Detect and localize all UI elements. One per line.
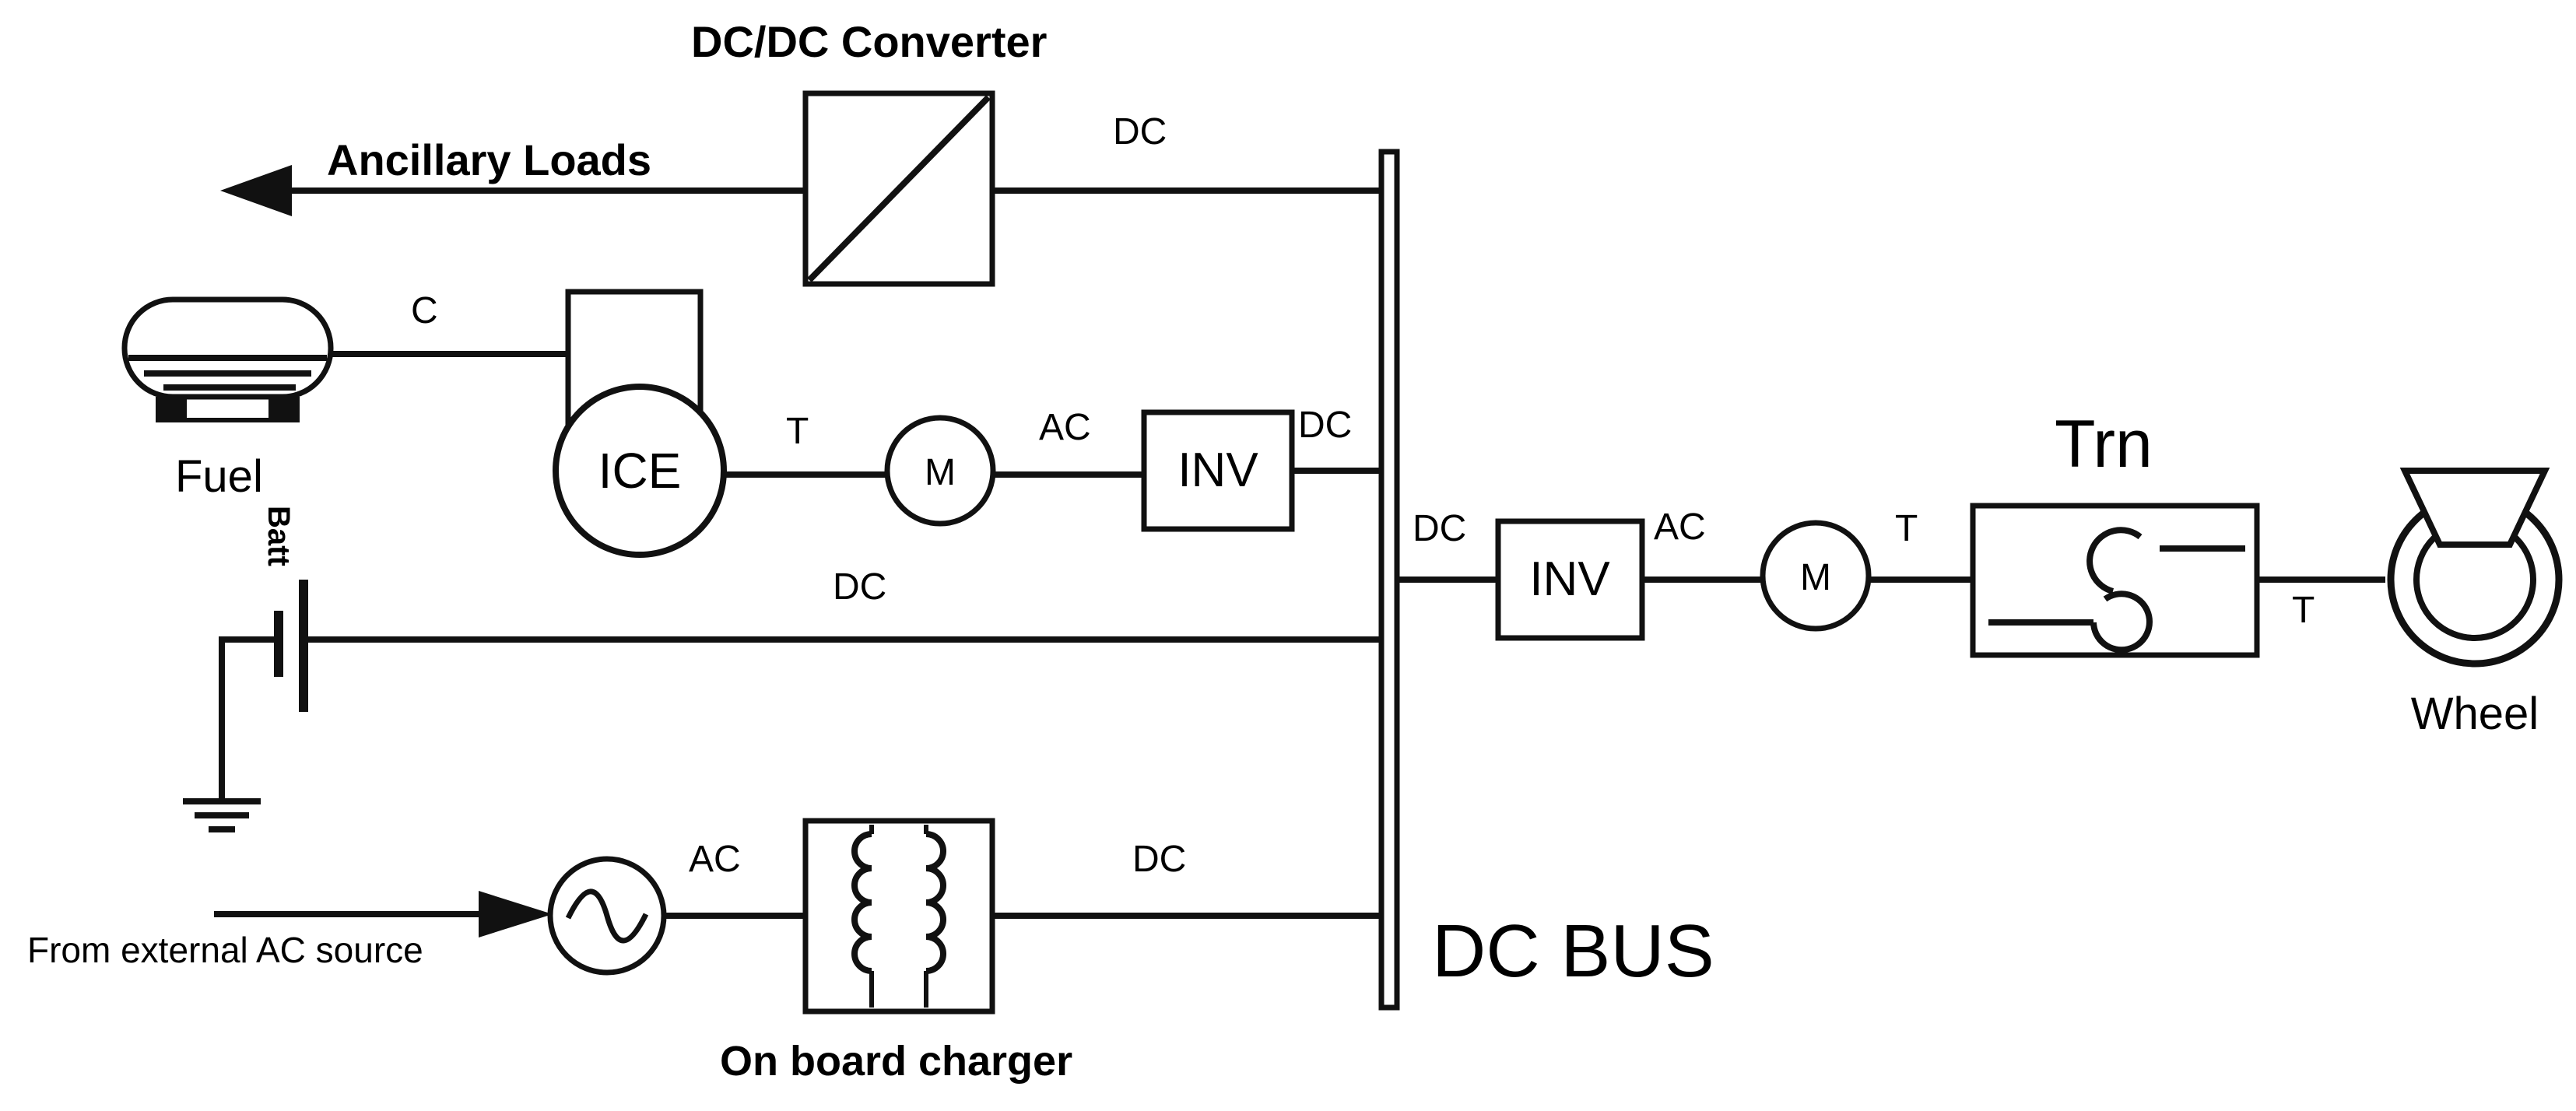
drive-inverter-box xyxy=(1495,518,1645,641)
trn-label: Trn xyxy=(2055,407,2153,482)
dc-charger-label: DC xyxy=(1132,839,1186,880)
fuel-label: Fuel xyxy=(175,451,263,502)
external-source-label: From external AC source xyxy=(27,930,423,970)
ancillary-loads-label: Ancillary Loads xyxy=(327,135,651,184)
wheel-label: Wheel xyxy=(2411,689,2539,739)
on-board-charger-label: On board charger xyxy=(720,1038,1072,1085)
generator-motor-circle xyxy=(884,415,996,527)
ice-label: ICE xyxy=(598,443,682,499)
fuel-tank-icon xyxy=(121,296,334,422)
dcdc-converter-label: DC/DC Converter xyxy=(691,17,1047,66)
c-label: C xyxy=(411,290,438,331)
dc-bus-label: DC BUS xyxy=(1432,909,1714,993)
batt-label: Batt xyxy=(261,506,296,566)
wheel-icon xyxy=(2387,468,2563,668)
ac-drive-label: AC xyxy=(1654,506,1706,548)
external-arrow-icon xyxy=(479,891,553,938)
m-gen-label: M xyxy=(925,452,956,493)
ancillary-arrow-icon xyxy=(220,165,292,216)
dc-top-label: DC xyxy=(1113,111,1167,152)
torque-converter-icon xyxy=(1988,527,2245,654)
battery-ground-line xyxy=(219,636,279,801)
transformer-coil-icon xyxy=(851,825,946,1008)
generator-inverter-box xyxy=(1141,409,1295,532)
m-drive-label: M xyxy=(1800,557,1831,598)
ground-icon xyxy=(183,798,261,832)
ac-gen-label: AC xyxy=(1039,407,1091,448)
sine-wave-icon xyxy=(565,888,649,944)
dc-batt-label: DC xyxy=(833,566,886,608)
t-drive-label: T xyxy=(1895,508,1918,549)
t-wheel-label: T xyxy=(2292,590,2315,631)
dc-bus-bar xyxy=(1378,149,1400,1011)
inv-gen-label: INV xyxy=(1177,443,1258,497)
on-board-charger-box xyxy=(802,818,995,1015)
t-ice-label: T xyxy=(786,411,809,452)
dc-bus-out-label: DC xyxy=(1413,508,1466,549)
ac-charger-label: AC xyxy=(689,839,741,880)
drive-motor-circle xyxy=(1760,520,1872,632)
ice-circle xyxy=(553,384,727,558)
dc-gen-label: DC xyxy=(1298,405,1352,446)
dcdc-converter-diagonal xyxy=(807,95,991,282)
inv-drive-label: INV xyxy=(1529,552,1610,606)
